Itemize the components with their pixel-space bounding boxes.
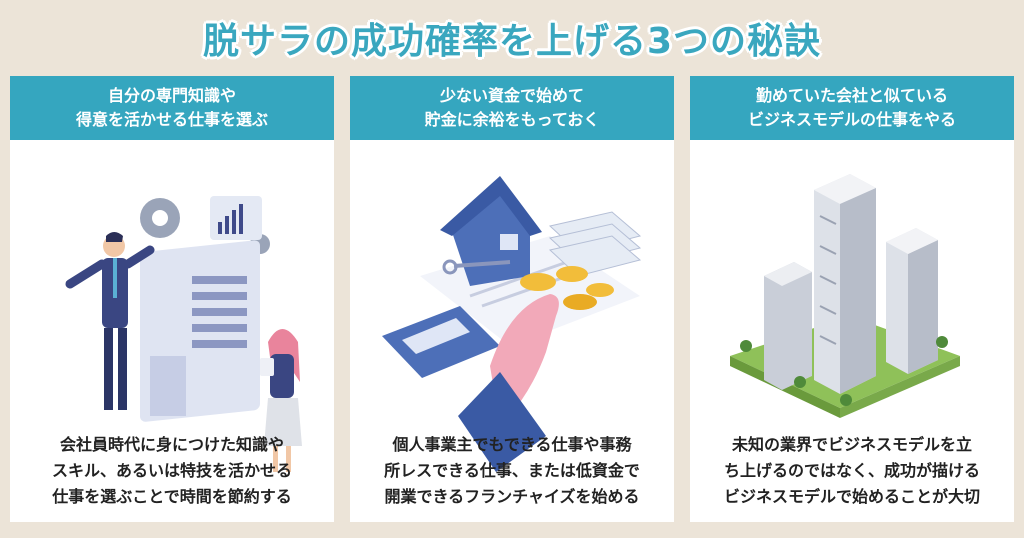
card-description-line: 未知の業界でビジネスモデルを立: [731, 435, 972, 454]
card-description: 未知の業界でビジネスモデルを立 ち上げるのではなく、成功が描ける ビジネスモデル…: [690, 432, 1014, 510]
card-heading: 勤めていた会社と似ている ビジネスモデルの仕事をやる: [690, 76, 1014, 140]
card-description-line: ち上げるのではなく、成功が描ける: [723, 461, 980, 480]
card-description: 会社員時代に身につけた知識や スキル、あるいは特技を活かせる 仕事を選ぶことで時…: [10, 432, 334, 510]
tip-card-1: 自分の専門知識や 得意を活かせる仕事を選ぶ: [10, 76, 334, 522]
buildings-illustration: [690, 146, 1014, 486]
card-description-line: 所レスできる仕事、または低資金で: [384, 461, 640, 480]
tip-card-3: 勤めていた会社と似ている ビジネスモデルの仕事をやる: [690, 76, 1014, 522]
card-heading-line: 勤めていた会社と似ている: [755, 86, 948, 105]
card-description-line: 会社員時代に身につけた知識や: [59, 435, 284, 454]
card-description-line: 開業できるフランチャイズを始める: [384, 487, 640, 506]
tip-card-2: 少ない資金で始めて 貯金に余裕をもっておく: [350, 76, 674, 522]
card-heading-line: ビジネスモデルの仕事をやる: [747, 110, 956, 129]
card-heading: 自分の専門知識や 得意を活かせる仕事を選ぶ: [10, 76, 334, 140]
card-description-line: ビジネスモデルで始めることが大切: [723, 487, 980, 506]
card-description-line: 仕事を選ぶことで時間を節約する: [52, 487, 292, 506]
card-heading-line: 少ない資金で始めて: [439, 86, 584, 105]
card-heading: 少ない資金で始めて 貯金に余裕をもっておく: [350, 76, 674, 140]
card-description: 個人事業主でもできる仕事や事務 所レスできる仕事、または低資金で 開業できるフラ…: [350, 432, 674, 510]
card-heading-line: 自分の専門知識や: [107, 86, 236, 105]
card-heading-line: 貯金に余裕をもっておく: [424, 110, 600, 129]
house-money-illustration: [350, 146, 674, 486]
card-heading-line: 得意を活かせる仕事を選ぶ: [75, 110, 268, 129]
card-description-line: 個人事業主でもできる仕事や事務: [392, 435, 632, 454]
presentation-illustration: [10, 146, 334, 486]
page-title: 脱サラの成功確率を上げる3つの秘訣: [202, 21, 822, 62]
card-description-line: スキル、あるいは特技を活かせる: [51, 461, 292, 480]
